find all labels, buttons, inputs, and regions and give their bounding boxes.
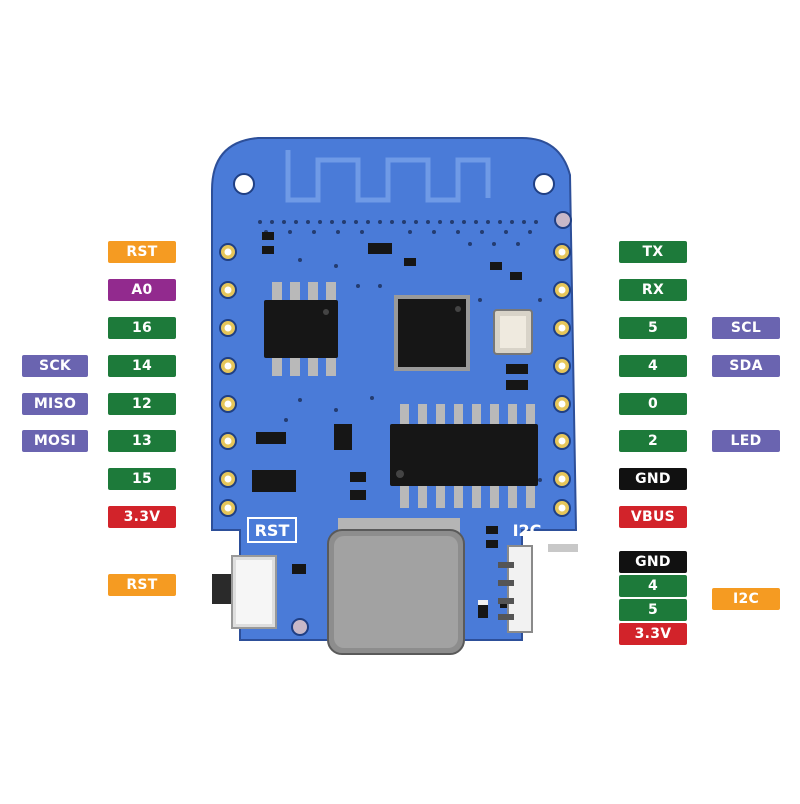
- i2c-label-3v3: 3.3V: [619, 623, 687, 645]
- silkscreen-rst: RST: [255, 521, 290, 540]
- pin-label-rx: RX: [619, 279, 687, 301]
- antenna-trace: [285, 150, 491, 203]
- pin-label-15: 15: [108, 468, 176, 490]
- pin-label-14: 14: [108, 355, 176, 377]
- right-header-pads: [553, 243, 571, 517]
- qfn-chip: [394, 295, 470, 371]
- i2c-label-5: 5: [619, 599, 687, 621]
- soic-chip-bottom: [400, 404, 535, 508]
- alt-label-mosi: MOSI: [22, 430, 88, 452]
- pin-label-gnd: GND: [619, 468, 687, 490]
- pin-label-rst: RST: [108, 241, 176, 263]
- mount-hole: [233, 173, 255, 195]
- soic-chip-left: [264, 282, 338, 376]
- via-field: [258, 220, 542, 482]
- pin-label-4: 4: [619, 355, 687, 377]
- pin-label-3v3: 3.3V: [108, 506, 176, 528]
- i2c-label-gnd: GND: [619, 551, 687, 573]
- pin-label-vbus: VBUS: [619, 506, 687, 528]
- alt-label-sck: SCK: [22, 355, 88, 377]
- mount-hole: [533, 173, 555, 195]
- pin-label-tx: TX: [619, 241, 687, 263]
- i2c-connector: [498, 544, 578, 633]
- button-label-rst: RST: [108, 574, 176, 596]
- pin-label-0: 0: [619, 393, 687, 415]
- pin-label-5: 5: [619, 317, 687, 339]
- silkscreen-i2c: I2C: [513, 521, 542, 540]
- mount-hole: [554, 211, 572, 229]
- mount-hole: [291, 618, 309, 636]
- alt-label-sda: SDA: [712, 355, 780, 377]
- pin-label-2: 2: [619, 430, 687, 452]
- pin-label-12: 12: [108, 393, 176, 415]
- alt-label-led: LED: [712, 430, 780, 452]
- left-header-pads: [219, 243, 237, 517]
- pin-label-a0: A0: [108, 279, 176, 301]
- pin-label-13: 13: [108, 430, 176, 452]
- usb-c-connector: [327, 518, 465, 655]
- alt-label-miso: MISO: [22, 393, 88, 415]
- i2c-label-4: 4: [619, 575, 687, 597]
- alt-label-scl: SCL: [712, 317, 780, 339]
- pin-label-16: 16: [108, 317, 176, 339]
- reset-button-part: [212, 555, 277, 629]
- small-components: [252, 232, 528, 618]
- i2c-tag: I2C: [712, 588, 780, 610]
